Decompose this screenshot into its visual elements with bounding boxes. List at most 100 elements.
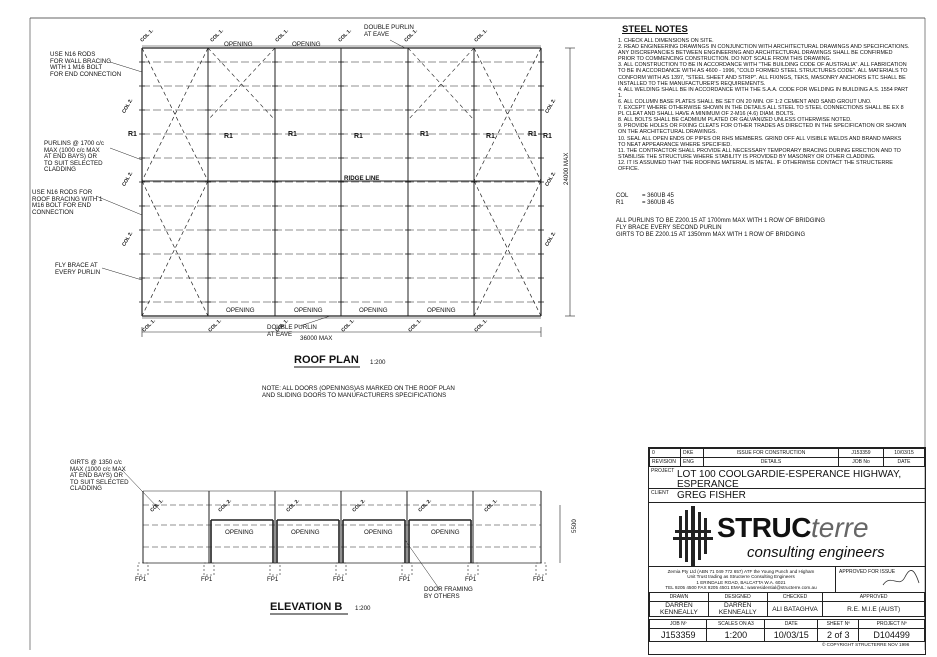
callout-wall-bracing: USE N16 RODS FOR WALL BRACING WITH 1 M16… bbox=[50, 51, 122, 78]
door-framing-note: DOOR FRAMING BY OTHERS bbox=[424, 586, 473, 600]
company-info-box: Zemia Pty Ltd (ABN 71 049 772 657) ATF t… bbox=[649, 566, 925, 593]
footing-pad bbox=[401, 562, 413, 576]
elevation-opening-label: OPENING bbox=[431, 529, 460, 536]
steel-note-item: 12. IT IS ASSUMED THAT THE ROOFING MATER… bbox=[618, 159, 893, 172]
role-header: CHECKED bbox=[766, 592, 824, 602]
logo-subtitle: consulting engineers bbox=[747, 544, 885, 561]
callout-leader bbox=[95, 195, 143, 216]
eng-value: DKE bbox=[680, 448, 704, 458]
footing-pad bbox=[269, 562, 281, 576]
company-logo: STRUC terre consulting engineers bbox=[649, 502, 925, 567]
member-key: COL bbox=[616, 193, 629, 199]
client-label: CLIENT bbox=[651, 490, 669, 496]
date-value: 10/03/15 bbox=[883, 448, 925, 458]
company-details: Zemia Pty Ltd (ABN 71 049 772 657) ATF t… bbox=[651, 569, 831, 591]
approval-signature-icon bbox=[882, 570, 920, 586]
job-value: D104499 bbox=[858, 628, 925, 642]
member-schedule: COL = 360UB 45 R1 = 360UB 45 bbox=[616, 193, 674, 207]
roof-brace-line bbox=[141, 47, 209, 182]
footing-label: FP1 bbox=[135, 576, 147, 583]
opening-label: OPENING bbox=[224, 41, 253, 48]
company-line: Unit Trust trading as Structerre Consult… bbox=[687, 574, 795, 580]
company-line: Zemia Pty Ltd (ABN 71 049 772 657) ATF t… bbox=[667, 569, 815, 574]
roof-brace-line bbox=[473, 47, 542, 182]
footing-label: FP1 bbox=[201, 576, 213, 583]
steel-note-item: 7. EXCEPT WHERE OTHERWISE SHOWN IN THE D… bbox=[618, 105, 904, 118]
footing-label: FP1 bbox=[533, 576, 545, 583]
member-value: = 360UB 45 bbox=[642, 193, 674, 199]
project-name: LOT 100 COOLGARDIE-ESPERANCE HIGHWAY, ES… bbox=[677, 469, 902, 490]
roof-plan-frame bbox=[95, 39, 575, 337]
revision-table: 0 DKE ISSUE FOR CONSTRUCTION J153359 10/… bbox=[649, 448, 925, 467]
steel-notes-heading: STEEL NOTES bbox=[622, 24, 688, 35]
roof-height-dimension: 24000 MAX bbox=[563, 152, 570, 185]
elevation-opening-label: OPENING bbox=[291, 529, 320, 536]
title-block: 0 DKE ISSUE FOR CONSTRUCTION J153359 10/… bbox=[648, 447, 926, 655]
elevation-opening-label: OPENING bbox=[225, 529, 254, 536]
rafter-label: R1 bbox=[486, 133, 495, 140]
company-line: 1 ERINDALE ROAD, BALCATTA W.A. 6021 bbox=[696, 579, 786, 585]
role-header: DESIGNED bbox=[707, 592, 768, 602]
footing-label: FP1 bbox=[399, 576, 411, 583]
elevation-opening-label: OPENING bbox=[364, 529, 393, 536]
copyright-note: © COPYRIGHT STRUCTERRE NOV 1996 bbox=[822, 642, 910, 647]
double-purlin-bottom: DOUBLE PURLIN AT EAVE bbox=[267, 324, 317, 338]
approved-for-issue-label: APPROVED FOR ISSUE bbox=[839, 569, 896, 575]
steel-note-item: 10. SEAL ALL OPEN ENDS OF PIPES OR RHS M… bbox=[618, 135, 902, 148]
job-value: 2 of 3 bbox=[817, 628, 860, 642]
role-value: DARREN KENNEALLY bbox=[649, 601, 709, 617]
opening-label: OPENING bbox=[294, 307, 323, 314]
member-key: R1 bbox=[616, 200, 624, 206]
wall-brace-line bbox=[407, 47, 475, 121]
elevation-height-dimension: 5500 bbox=[571, 519, 578, 533]
member-row: COL = 360UB 45 bbox=[616, 193, 674, 200]
opening-label: OPENING bbox=[292, 41, 321, 48]
project-label: PROJECT bbox=[651, 468, 675, 474]
role-value: DARREN KENNEALLY bbox=[707, 601, 768, 617]
footing-label: FP1 bbox=[333, 576, 345, 583]
callout-girts: GIRTS @ 1350 c/c MAX (1000 c/c MAX AT EN… bbox=[70, 459, 129, 492]
ridge-line-label: RIDGE LINE bbox=[344, 175, 380, 182]
footing-pad bbox=[335, 562, 347, 576]
approval-box: APPROVED FOR ISSUE bbox=[835, 567, 926, 593]
footing-pad bbox=[535, 562, 547, 576]
role-value: R.E. M.I.E (AUST) bbox=[822, 601, 925, 617]
callout-leader bbox=[299, 315, 331, 327]
steel-note-item: 8. ALL BOLTS SHALL BE CADMIUM PLATED OR … bbox=[618, 117, 852, 124]
steel-note-item: 3. ALL CONSTRUCTION TO BE IN ACCORDANCE … bbox=[618, 62, 908, 87]
elevation-scale: 1:200 bbox=[355, 605, 371, 612]
member-value: = 360UB 45 bbox=[642, 200, 674, 206]
roof-brace-line bbox=[141, 47, 209, 182]
rafter-label: R1 bbox=[288, 131, 297, 138]
opening-label: OPENING bbox=[359, 307, 388, 314]
elevation-title: ELEVATION B bbox=[270, 601, 343, 613]
role-value: ALI BATAGHVA bbox=[766, 601, 824, 617]
footing-pad bbox=[137, 562, 149, 576]
logo-struc: STRUC bbox=[717, 512, 811, 543]
callout-leader bbox=[101, 267, 143, 281]
rafter-label: R1 bbox=[528, 131, 537, 138]
rev-value: 0 bbox=[649, 448, 681, 458]
project-box: PROJECT LOT 100 COOLGARDIE-ESPERANCE HIG… bbox=[649, 466, 925, 489]
callout-fly-brace: FLY BRACE AT EVERY PURLIN bbox=[55, 262, 101, 276]
callout-leader bbox=[404, 539, 441, 591]
company-line: TEL 9205 4500 FAX 9205 4501 EMAIL: wasre… bbox=[665, 585, 817, 591]
callout-roof-bracing: USE N16 RODS FOR ROOF BRACING WITH 1 M16… bbox=[32, 189, 103, 216]
wall-brace-line bbox=[207, 47, 276, 121]
purlin-note: GIRTS TO BE Z200.15 AT 1350mm MAX WITH 1… bbox=[616, 232, 806, 239]
steel-note-item: 4. ALL WELDING SHALL BE IN ACCORDANCE WI… bbox=[618, 86, 909, 99]
footing-pad bbox=[203, 562, 215, 576]
job-header: SCALES ON A3 bbox=[706, 619, 766, 629]
footing-pad bbox=[467, 562, 479, 576]
opening-label: OPENING bbox=[226, 307, 255, 314]
callout-leader bbox=[121, 469, 161, 511]
callout-purlins: PURLINS @ 1700 c/c MAX (1000 c/c MAX AT … bbox=[44, 140, 104, 173]
job-value: J153359 bbox=[838, 448, 884, 458]
steel-note-item: 6. ALL COLUMN BASE PLATES SHALL BE SET O… bbox=[618, 98, 872, 105]
opening-label: OPENING bbox=[427, 307, 456, 314]
